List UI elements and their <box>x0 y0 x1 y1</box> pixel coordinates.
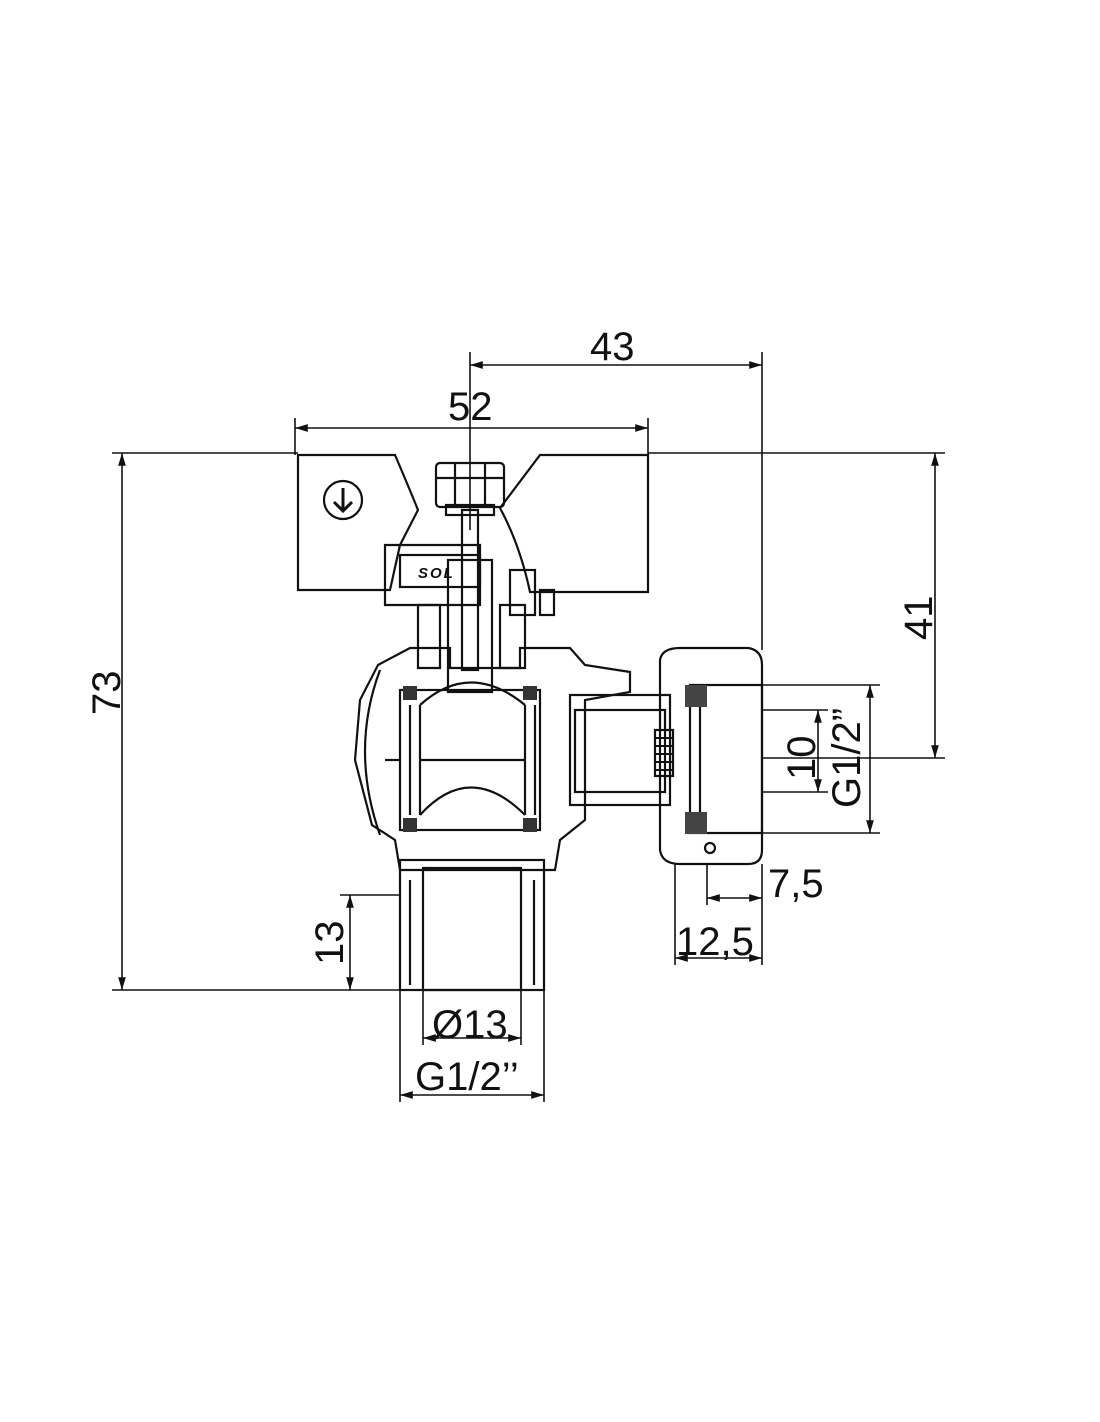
dimension-lines <box>112 352 945 1102</box>
dim-label-bore-diameter: Ø13 <box>432 1003 508 1047</box>
dim-label-12-5: 12,5 <box>676 920 754 964</box>
brand-logo: SOL <box>418 565 455 582</box>
dim-label-41: 41 <box>897 596 941 641</box>
butterfly-handle: SOL <box>296 453 650 607</box>
dim-label-outlet-thread: G1/2” <box>825 708 869 808</box>
dim-label-13: 13 <box>308 921 352 966</box>
dim-label-inlet-thread: G1/2’’ <box>415 1055 519 1099</box>
outlet-pipe <box>568 693 675 807</box>
dim-label-73: 73 <box>85 671 129 716</box>
dimension-labels: 43 52 73 41 13 Ø13 G1/2’’ 10 G1/2” 7,5 1… <box>85 325 941 1099</box>
union-nut <box>658 646 764 866</box>
dim-label-43: 43 <box>590 325 635 369</box>
dim-label-7-5: 7,5 <box>768 862 824 906</box>
inlet-pipe <box>398 858 546 992</box>
valve-stem <box>416 508 556 694</box>
dim-label-outlet-bore: 10 <box>780 736 824 781</box>
rotation-arrow-icon <box>322 479 364 521</box>
knurl-ring <box>653 728 675 778</box>
dim-label-52: 52 <box>448 385 493 429</box>
valve-body: SOL <box>296 453 764 992</box>
